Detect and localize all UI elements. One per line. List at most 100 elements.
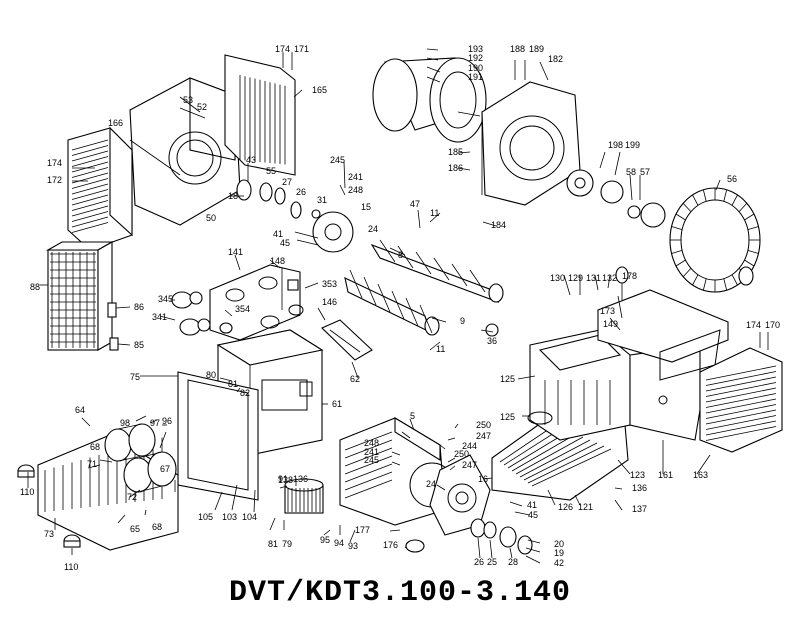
part-label-161: 161 [658, 470, 673, 480]
part-label-354: 354 [235, 304, 250, 314]
part-label-353: 353 [322, 279, 337, 289]
part-label-52: 52 [197, 102, 207, 112]
part-label-5: 5 [410, 411, 415, 421]
part-label-28: 28 [508, 557, 518, 567]
part-label-45: 45 [280, 238, 290, 248]
part-label-141: 141 [228, 247, 243, 257]
filter-68b [123, 451, 177, 493]
part-label-20: 20 [554, 539, 564, 549]
part-label-15: 15 [361, 202, 371, 212]
cooler-121 [491, 417, 629, 501]
part-label-188: 188 [510, 44, 525, 54]
part-label-132: 132 [602, 273, 617, 283]
coupling-198 [566, 169, 666, 228]
part-label-80: 80 [206, 370, 216, 380]
part-label-241: 241 [364, 447, 379, 457]
part-label-105: 105 [198, 512, 213, 522]
part-label-190: 190 [468, 63, 483, 73]
part-label-58: 58 [626, 167, 636, 177]
part-label-43: 43 [246, 155, 256, 165]
part-label-123: 123 [630, 470, 645, 480]
part-label-45: 45 [528, 510, 538, 520]
part-label-62: 62 [350, 374, 360, 384]
part-label-126: 126 [558, 502, 573, 512]
part-label-53: 53 [183, 95, 193, 105]
part-label-174: 174 [47, 158, 62, 168]
part-label-26: 26 [296, 187, 306, 197]
part-label-85: 85 [134, 340, 144, 350]
part-label-125: 125 [500, 374, 515, 384]
part-label-8: 8 [398, 250, 403, 260]
grille-166 [67, 126, 133, 251]
bearing-row-bottom [405, 518, 533, 555]
part-label-192: 192 [468, 53, 483, 63]
part-label-88: 88 [30, 282, 40, 292]
part-label-121: 121 [578, 502, 593, 512]
leader-lines [27, 48, 769, 564]
part-label-163: 163 [693, 470, 708, 480]
motor-190 [372, 57, 487, 143]
part-label-185: 185 [448, 147, 463, 157]
part-label-244: 244 [462, 441, 477, 451]
manifold-141 [209, 264, 304, 341]
part-label-94: 94 [334, 538, 344, 548]
part-label-75: 75 [130, 372, 140, 382]
part-label-136: 136 [293, 474, 308, 484]
part-label-248: 248 [364, 438, 379, 448]
filter-housing-88 [45, 241, 115, 351]
part-label-25: 25 [487, 557, 497, 567]
part-label-174: 174 [746, 320, 761, 330]
part-label-176: 176 [383, 540, 398, 550]
seal-36 [485, 323, 499, 337]
part-label-16: 16 [478, 474, 488, 484]
part-label-103: 103 [222, 512, 237, 522]
part-label-104: 104 [242, 512, 257, 522]
part-label-67: 67 [160, 464, 170, 474]
part-label-31: 31 [317, 195, 327, 205]
part-label-125: 125 [500, 412, 515, 422]
part-label-189: 189 [529, 44, 544, 54]
part-label-36: 36 [487, 336, 497, 346]
part-label-110: 110 [20, 487, 34, 497]
part-label-65: 65 [130, 524, 140, 534]
part-label-166: 166 [108, 118, 123, 128]
part-label-137: 137 [632, 504, 647, 514]
part-label-81: 81 [268, 539, 278, 549]
part-label-72: 72 [127, 492, 137, 502]
part-label-97: 97 [150, 418, 160, 428]
part-label-95: 95 [320, 535, 330, 545]
part-label-250: 250 [454, 449, 469, 459]
part-label-81: 81 [228, 379, 238, 389]
part-label-182: 182 [548, 54, 563, 64]
part-label-245: 245 [364, 455, 379, 465]
part-label-247: 247 [462, 460, 477, 470]
drawing-title: DVT/KDT3.100-3.140 [228, 576, 572, 610]
part-label-345: 345 [158, 294, 173, 304]
gasket-86 [107, 302, 117, 318]
part-label-18: 18 [228, 191, 238, 201]
part-label-61: 61 [332, 399, 342, 409]
part-label-19: 19 [554, 548, 564, 558]
part-label-247: 247 [476, 431, 491, 441]
part-label-50: 50 [206, 213, 216, 223]
grille-163 [699, 347, 783, 453]
part-label-172: 172 [47, 175, 62, 185]
part-label-11: 11 [430, 208, 439, 218]
part-label-184: 184 [491, 220, 506, 230]
part-label-73: 73 [44, 529, 54, 539]
part-label-165: 165 [312, 85, 327, 95]
part-label-24: 24 [426, 479, 436, 489]
part-label-149: 149 [603, 319, 618, 329]
part-label-178: 178 [622, 271, 637, 281]
part-label-193: 193 [468, 44, 483, 54]
part-label-26: 26 [474, 557, 484, 567]
part-label-146: 146 [322, 297, 337, 307]
part-label-57: 57 [640, 167, 650, 177]
filter-68a [104, 423, 156, 462]
part-label-250: 250 [476, 420, 491, 430]
cover-165 [224, 54, 296, 176]
part-label-27: 27 [282, 177, 292, 187]
fan-56 [669, 187, 761, 293]
pump-body-5 [339, 417, 455, 526]
part-label-64: 64 [75, 405, 85, 415]
